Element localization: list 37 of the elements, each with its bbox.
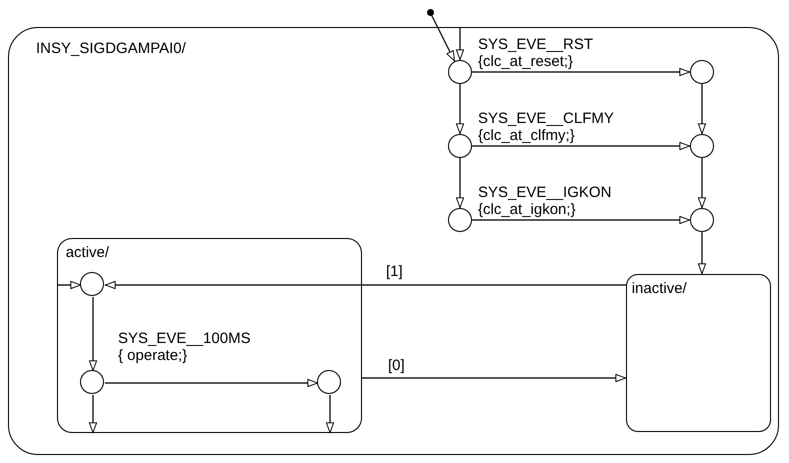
state-label: INSY_SIGDGAMPAI0/ bbox=[36, 40, 186, 57]
edge-label: SYS_EVE__100MS { operate;} bbox=[118, 330, 251, 364]
state-label: inactive/ bbox=[632, 280, 687, 297]
edge-label: SYS_EVE__RST {clc_at_reset;} bbox=[478, 36, 594, 70]
edge-label: [1] bbox=[386, 263, 403, 280]
transition-arrow bbox=[698, 84, 706, 134]
state-box bbox=[626, 274, 771, 432]
transition-arrow bbox=[105, 280, 626, 290]
junction-circle bbox=[448, 60, 472, 84]
transition-arrow bbox=[456, 158, 464, 208]
transition-arrow bbox=[88, 395, 98, 433]
default-transition-dot bbox=[426, 8, 434, 16]
transition-arrow bbox=[326, 395, 334, 433]
edge-label: SYS_EVE__IGKON {clc_at_igkon;} bbox=[478, 184, 612, 218]
transition-arrow bbox=[698, 232, 706, 274]
transition-arrow bbox=[472, 216, 690, 224]
junction-circle bbox=[448, 208, 472, 232]
transition-arrow bbox=[472, 68, 690, 76]
junction-circle bbox=[690, 208, 714, 232]
transition-arrow bbox=[456, 84, 464, 134]
junction-circle bbox=[690, 134, 714, 158]
transition-arrow bbox=[698, 158, 706, 208]
junction-circle bbox=[80, 272, 104, 296]
transition-arrow bbox=[456, 27, 464, 60]
edge-label: [0] bbox=[388, 357, 405, 374]
transition-arrow bbox=[57, 280, 81, 290]
junction-circle bbox=[690, 60, 714, 84]
junction-circle bbox=[317, 370, 342, 394]
transition-arrow bbox=[472, 142, 690, 150]
transition-arrow bbox=[105, 378, 318, 388]
state-label: active/ bbox=[66, 244, 110, 261]
junction-circle bbox=[448, 134, 472, 158]
transition-arrow bbox=[88, 297, 98, 371]
transition-arrow bbox=[431, 14, 456, 62]
edge-label: SYS_EVE__CLFMY {clc_at_clfmy;} bbox=[478, 110, 614, 144]
transition-arrow bbox=[362, 374, 626, 382]
junction-circle bbox=[80, 370, 104, 394]
